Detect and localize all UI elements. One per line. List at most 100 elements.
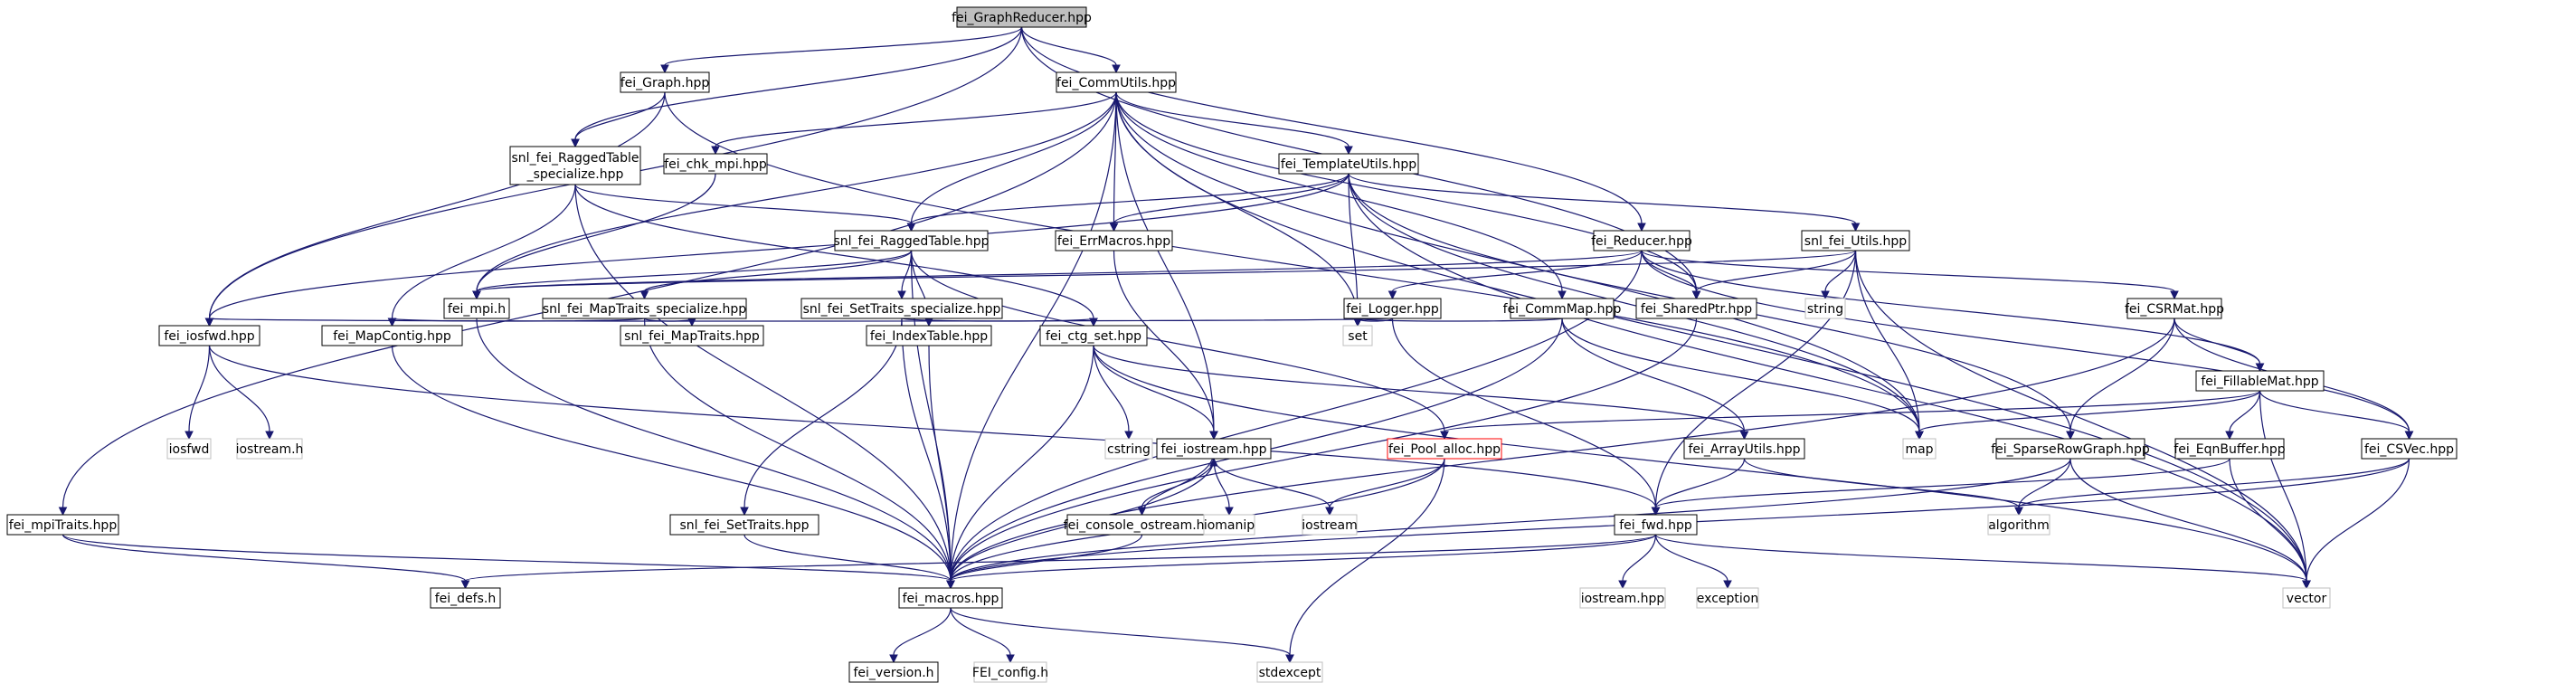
node-label: fei_CommUtils.hpp [1056,76,1176,90]
edge-fei_TemplateUtils-to-vector [1348,173,2307,582]
edge-fei_Reducer-to-fei_CSVec [1641,250,2410,432]
node-map: map [1902,438,1937,460]
node-box [1902,438,1937,460]
node-fei-macros[interactable]: fei_macros.hpp [898,587,1003,609]
edge-fei_TemplateUtils-to-snl_fei_RaggedTable [910,173,1350,224]
edge-fei_CommUtils-to-fei_CommMap [1115,91,1563,292]
edge-arrowhead [1637,223,1646,232]
node-fei-templateutils[interactable]: fei_TemplateUtils.hpp [1278,153,1419,175]
node-vector: vector [2282,587,2331,609]
node-fei-csvec[interactable]: fei_CSVec.hpp [2361,438,2458,460]
node-snl-fei-raggedtable[interactable]: snl_fei_RaggedTable.hpp [833,230,990,251]
edge-fei_fwd-to-fei_defs [464,534,1657,582]
node-box [1278,153,1419,175]
node-fei-commmap[interactable]: fei_CommMap.hpp [1503,298,1622,319]
node-fei-fwd[interactable]: fei_fwd.hpp [1614,514,1698,536]
edge-fei_Logger-to-fei_fwd [1391,318,1657,508]
node-label: iomanip [1204,518,1255,533]
edge-fei_CSRMat-to-fei_macros [950,318,2175,582]
node-snl-fei-settraits-spec[interactable]: snl_fei_SetTraits_specialize.hpp [800,298,1003,319]
node-label: fei_EqnBuffer.hpp [2174,442,2285,457]
node-box [973,661,1047,683]
node-fei-pool-alloc[interactable]: fei_Pool_alloc.hpp [1387,438,1502,460]
node-fei-version[interactable]: fei_version.h [848,661,939,683]
node-snl-fei-maptraits-spec[interactable]: snl_fei_MapTraits_specialize.hpp [542,298,747,319]
node-string: string [1804,298,1846,319]
node-snl-fei-utils[interactable]: snl_fei_Utils.hpp [1801,230,1910,251]
edge-fei_CommMap-to-map [1561,318,1920,432]
node-box [1804,298,1846,319]
node-fei-arrayutils[interactable]: fei_ArrayUtils.hpp [1683,438,1805,460]
node-box [1056,71,1177,93]
node-fei-sparserowgraph[interactable]: fei_SparseRowGraph.hpp [1991,438,2150,460]
node-fei-eqnbuffer[interactable]: fei_EqnBuffer.hpp [2174,438,2286,460]
node-snl-fei-raggedtable-spec[interactable]: snl_fei_RaggedTable_specialize.hpp [509,146,641,185]
edge-snl_fei_Utils-to-map [1854,250,1920,432]
edge-snl_fei_Utils-to-fei_mpi [476,250,1857,292]
edge-fei_FillableMat-to-fei_Pool_alloc [1444,390,2261,432]
node-fei-mapcontig[interactable]: fei_MapContig.hpp [321,325,463,346]
node-box [1342,325,1373,346]
edge-snl_fei_RaggedTable_spec-to-fei_ctg_set [574,184,1094,319]
node-fei-iostream[interactable]: fei_iostream.hpp [1156,438,1272,460]
edge-fei_Reducer-to-fei_Logger [1391,250,1643,292]
node-fei-mpitraits[interactable]: fei_mpiTraits.hpp [6,514,119,536]
node-snl-fei-settraits[interactable]: snl_fei_SetTraits.hpp [669,514,819,536]
node-box [834,230,989,251]
node-fei-mpi[interactable]: fei_mpi.h [443,298,510,319]
node-iomanip: iomanip [1203,514,1255,536]
node-label: fei_MapContig.hpp [333,329,451,344]
node-fei-errmacros[interactable]: fei_ErrMacros.hpp [1055,230,1173,251]
edge-fei_GraphReducer-to-fei_Graph [664,26,1023,66]
edge-fei_macros-to-fei_version [893,607,952,656]
node-box [956,6,1087,28]
node-stdexcept: stdexcept [1256,661,1323,683]
edge-fei_Pool_alloc-to-iostream [1329,458,1445,508]
node-box [1203,514,1255,536]
edge-fei_Graph-to-snl_fei_RaggedTable_spec [574,91,666,140]
node-fei-iosfwd[interactable]: fei_iosfwd.hpp [158,325,260,346]
edge-fei_TemplateUtils-to-map [1348,173,1920,432]
edge-arrowhead [1440,431,1449,441]
edge-fei_mpiTraits-to-fei_macros [62,534,952,582]
edge-arrowhead [460,580,470,590]
edge-fei_iosfwd-to-iostream_h [208,345,270,432]
node-fei-csrmat[interactable]: fei_CSRMat.hpp [2125,298,2224,319]
node-fei-indextable[interactable]: fei_IndexTable.hpp [866,325,992,346]
edge-fei_fwd-to-iostream_hpp [1622,534,1657,582]
node-label: fei_macros.hpp [903,592,999,606]
edge-fei_mpiTraits-to-fei_defs [62,534,467,582]
node-fei-sharedptr[interactable]: fei_SharedPtr.hpp [1635,298,1757,319]
node-fei-logger[interactable]: fei_Logger.hpp [1343,298,1442,319]
node-label: iostream [1302,518,1358,533]
node-box [430,587,501,609]
node-fei-ctg-set[interactable]: fei_ctg_set.hpp [1039,325,1148,346]
node-box [1510,298,1615,319]
node-fei-commutils[interactable]: fei_CommUtils.hpp [1056,71,1177,93]
node-label: fei_CSVec.hpp [2364,442,2454,457]
edge-fei_SparseRowGraph-to-fei_macros [950,458,2071,582]
edge-arrowhead [472,290,481,300]
node-fei-console-ostream[interactable]: fei_console_ostream.hpp [1064,514,1221,536]
node-fei-reducer[interactable]: fei_Reducer.hpp [1591,230,1692,251]
node-label: fei_ErrMacros.hpp [1057,234,1170,249]
node-fei-fillablemat[interactable]: fei_FillableMat.hpp [2195,370,2325,392]
node-label: fei_Pool_alloc.hpp [1388,442,1501,457]
edge-arrowhead [1618,580,1627,590]
node-fei-graphreducer[interactable]: fei_GraphReducer.hpp [952,6,1092,28]
node-snl-fei-maptraits[interactable]: snl_fei_MapTraits.hpp [620,325,764,346]
node-fei-graph[interactable]: fei_Graph.hpp [620,71,710,93]
edge-fei_mpi-to-fei_macros [476,318,952,582]
node-fei-defs[interactable]: fei_defs.h [430,587,501,609]
edge-fei_FillableMat-to-fei_EqnBuffer [2229,390,2261,432]
edge-fei_fwd-to-exception [1654,534,1728,582]
edge-arrowhead [1387,290,1397,300]
node-box [542,298,747,319]
node-fei-chk-mpi[interactable]: fei_chk_mpi.hpp [663,153,768,175]
node-label: snl_fei_SetTraits.hpp [679,518,809,533]
node-box [1343,298,1442,319]
edge-fei_TemplateUtils-to-fei_ErrMacros [1113,173,1350,224]
node-box [321,325,463,346]
node-box [663,153,768,175]
edge-arrowhead [1209,431,1218,441]
